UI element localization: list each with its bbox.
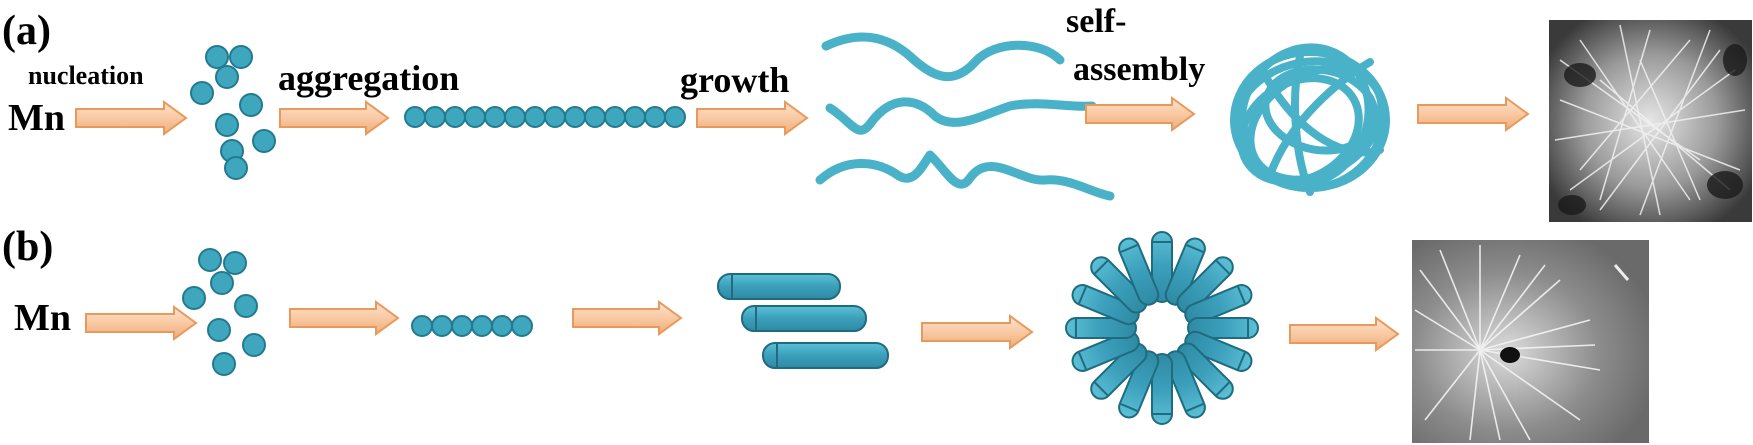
arrow-b-1 <box>85 305 198 341</box>
particle-chain-a <box>404 106 686 128</box>
nanorods-b <box>717 273 889 369</box>
flower-rod <box>1184 330 1253 372</box>
flower-rod <box>1184 284 1253 326</box>
flower-rod <box>1187 317 1259 339</box>
flower-rod <box>1071 284 1140 326</box>
panel-a: (a) nucleation Mn aggregation growth sel… <box>2 3 1752 222</box>
arrow-b-5 <box>1289 316 1400 352</box>
flower-rod <box>1164 237 1206 306</box>
panel-a-label: (a) <box>2 8 51 54</box>
flower-rod <box>1118 350 1160 419</box>
growth-label: growth <box>680 60 789 100</box>
tangled-nanowire-ball-a <box>1230 43 1390 196</box>
sem-image-a <box>1549 20 1752 222</box>
process-arrows <box>75 96 1530 352</box>
nucleation-label: nucleation <box>28 61 144 90</box>
flower-rod <box>1151 353 1173 425</box>
flower-rod <box>1090 256 1148 314</box>
self-assembly-label-line1: self- <box>1066 3 1126 40</box>
arrow-a-5 <box>1417 96 1530 132</box>
flower-rod <box>1065 317 1137 339</box>
nanorod-flower-b <box>1065 231 1259 425</box>
arrow-a-3 <box>696 100 809 136</box>
panel-b-label: (b) <box>2 224 53 270</box>
arrow-a-1 <box>75 100 188 136</box>
arrow-a-2 <box>279 100 390 136</box>
flower-rod <box>1176 256 1234 314</box>
aggregation-label: aggregation <box>278 58 459 98</box>
nuclei-particles-b <box>182 248 266 376</box>
sem-image-b <box>1412 240 1649 443</box>
self-assembly-label-line2: assembly <box>1073 51 1205 88</box>
flower-rod <box>1176 342 1234 400</box>
flower-rod <box>1071 330 1140 372</box>
flower-rod <box>1164 350 1206 419</box>
arrow-b-4 <box>921 314 1034 350</box>
flower-rod <box>1118 237 1160 306</box>
arrow-a-4 <box>1085 96 1196 132</box>
mn-start-label-b: Mn <box>14 297 71 339</box>
arrow-b-3 <box>572 300 683 336</box>
panel-b: (b) Mn <box>2 224 1649 443</box>
particle-chain-b <box>411 315 533 337</box>
arrow-b-2 <box>289 300 400 336</box>
nuclei-particles-a <box>190 45 276 180</box>
flower-rod <box>1090 342 1148 400</box>
nanowires-a <box>815 32 1115 201</box>
flower-rod <box>1151 231 1173 303</box>
mn-start-label-a: Mn <box>8 97 65 139</box>
